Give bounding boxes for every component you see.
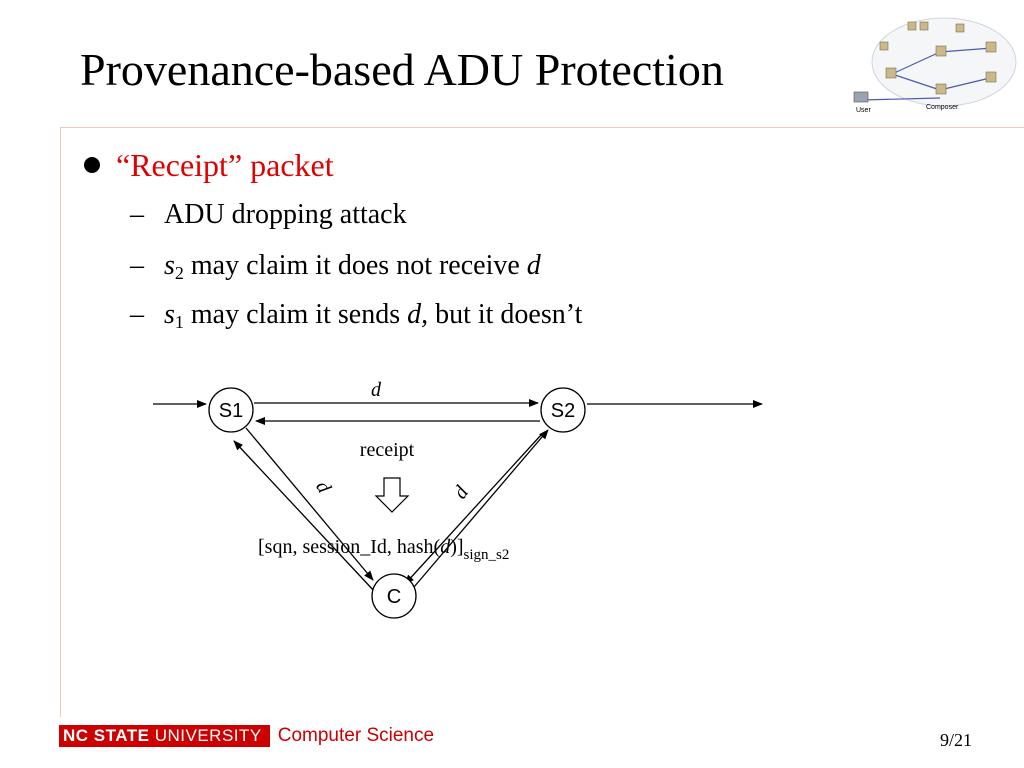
node-c-label: C	[387, 586, 401, 608]
s2-to-c-arrow	[404, 434, 542, 585]
right-d-label: d	[449, 481, 473, 503]
thumbnail-user-label: User	[856, 107, 871, 114]
down-arrow-icon	[374, 477, 410, 513]
node-s2	[540, 387, 586, 433]
bullet-text: “Receipt” packet	[116, 146, 334, 183]
ncsu-logo: NC STATE UNIVERSITY Computer Science	[59, 725, 434, 747]
thumbnail-composer-label: Composer	[926, 104, 959, 111]
subbullet-3: –s1 may claim it sends d, but it doesn’t	[130, 299, 583, 332]
node-s2-label: S2	[551, 400, 575, 422]
page-number: 9/21	[940, 730, 973, 750]
node-c	[371, 573, 417, 619]
department-name: Computer Science	[277, 725, 435, 746]
top-d-label: d	[371, 379, 382, 401]
network-thumbnail-image: User Composer	[853, 17, 1017, 114]
subbullet-1: –ADU dropping attack	[130, 199, 407, 230]
header-rule	[60, 127, 1024, 128]
ncsu-wordmark: NC STATE UNIVERSITY	[59, 725, 270, 747]
c-to-s1-arrow	[233, 440, 376, 593]
c-to-s2-arrow	[413, 429, 549, 588]
receipt-label: receipt	[360, 439, 415, 461]
receipt-formula: [sqn, session_Id, hash(d)]sign_s2	[258, 536, 509, 563]
node-s1-label: S1	[219, 400, 243, 422]
subbullet-2: –s2 may claim it does not receive d	[130, 250, 541, 283]
bullet-dot	[84, 157, 100, 173]
slide-title: Provenance-based ADU Protection	[80, 44, 724, 95]
left-d-label: d	[311, 477, 336, 498]
bullet-receipt-packet: “Receipt” packet	[84, 145, 334, 185]
s1-to-c-arrow	[245, 427, 374, 581]
left-margin-rule	[60, 127, 61, 717]
node-s1	[208, 387, 254, 433]
